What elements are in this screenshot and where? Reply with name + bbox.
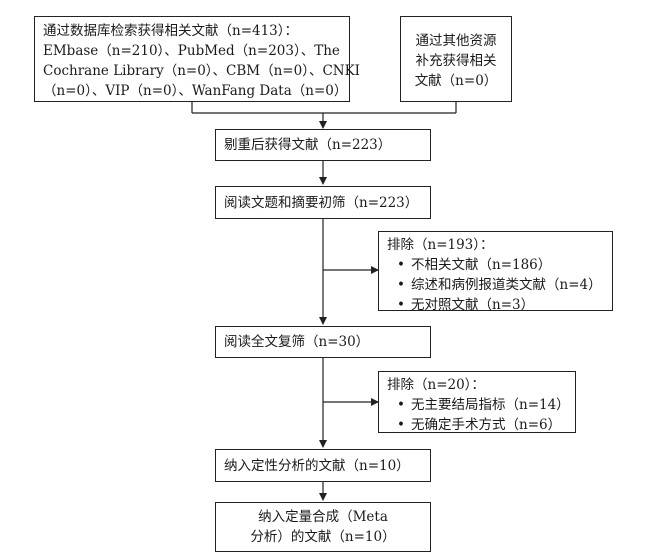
dedup-box: 剔重后获得文献（n=223）	[215, 129, 431, 161]
exclusion-box-1: 排除（n=193）： • 不相关文献（n=186） • 综述和病例报道类文献（n…	[378, 231, 613, 313]
quantitative-line-2: 分析）的文献（n=10）	[250, 529, 396, 545]
exclusion-1-item-text: 不相关文献（n=186）	[411, 257, 552, 273]
db-search-line-4: （n=0）、VIP（n=0）、WanFang Data（n=0）	[43, 83, 348, 99]
qualitative-box: 纳入定性分析的文献（n=10）	[215, 449, 431, 482]
exclusion-box-2: 排除（n=20）： • 无主要结局指标（n=14） • 无确定手术方式（n=6）	[378, 371, 576, 433]
fulltext-screen-text: 阅读全文复筛（n=30）	[224, 334, 370, 350]
bullet-icon: •	[397, 417, 405, 433]
bullet-icon: •	[397, 397, 405, 413]
exclusion-1-item-text: 综述和病例报道类文献（n=4）	[411, 277, 602, 293]
exclusion-1-item: • 不相关文献（n=186）	[397, 255, 604, 275]
exclusion-2-item-text: 无主要结局指标（n=14）	[411, 397, 570, 413]
dedup-text: 剔重后获得文献（n=223）	[224, 137, 392, 153]
bullet-icon: •	[397, 297, 405, 313]
other-sources-line-3: 文献（n=0）	[414, 73, 498, 89]
quantitative-line-1: 纳入定量合成（Meta	[258, 509, 388, 525]
other-sources-box: 通过其他资源 补充获得相关 文献（n=0）	[400, 16, 512, 102]
exclusion-1-item: • 无对照文献（n=3）	[397, 295, 604, 315]
database-search-box: 通过数据库检索获得相关文献（n=413）： EMbase（n=210）、PubM…	[34, 16, 361, 102]
other-sources-line-1: 通过其他资源	[415, 33, 497, 49]
quantitative-box: 纳入定量合成（Meta 分析）的文献（n=10）	[215, 502, 431, 552]
exclusion-2-header: 排除（n=20）：	[387, 377, 485, 393]
title-abstract-screen-box: 阅读文题和摘要初筛（n=223）	[215, 186, 431, 219]
db-search-line-2: EMbase（n=210）、PubMed（n=203）、The	[43, 43, 340, 59]
bullet-icon: •	[397, 257, 405, 273]
fulltext-screen-box: 阅读全文复筛（n=30）	[215, 326, 431, 358]
bullet-icon: •	[397, 277, 405, 293]
exclusion-2-item: • 无确定手术方式（n=6）	[397, 415, 567, 435]
db-search-line-3: Cochrane Library（n=0）、CBM（n=0）、CNKI	[43, 63, 361, 79]
exclusion-2-item: • 无主要结局指标（n=14）	[397, 395, 570, 415]
exclusion-1-header: 排除（n=193）：	[387, 237, 494, 253]
title-abstract-screen-text: 阅读文题和摘要初筛（n=223）	[224, 195, 419, 211]
db-search-line-1: 通过数据库检索获得相关文献（n=413）：	[43, 23, 299, 39]
exclusion-1-item-text: 无对照文献（n=3）	[411, 297, 535, 313]
qualitative-text: 纳入定性分析的文献（n=10）	[224, 458, 410, 474]
exclusion-1-item: • 综述和病例报道类文献（n=4）	[397, 275, 604, 295]
exclusion-2-item-text: 无确定手术方式（n=6）	[411, 417, 562, 433]
other-sources-line-2: 补充获得相关	[415, 53, 497, 69]
